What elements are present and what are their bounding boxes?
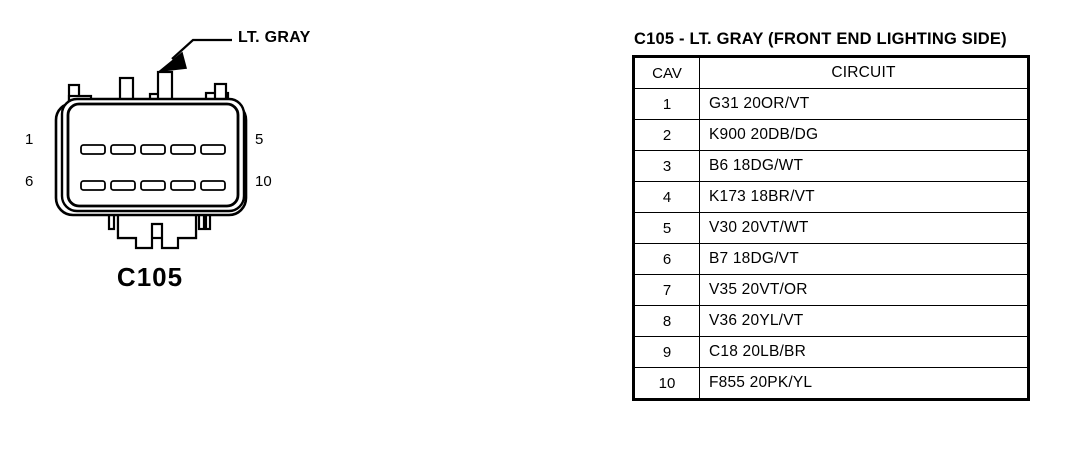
circuit-table-panel: C105 - LT. GRAY (FRONT END LIGHTING SIDE… [632,30,1030,401]
table-header: CAV CIRCUIT [633,56,1029,89]
table-title: C105 - LT. GRAY (FRONT END LIGHTING SIDE… [634,30,1007,48]
cell-cav: 6 [633,243,700,275]
cell-circuit: K173 18BR/VT [699,181,1029,213]
cell-circuit: C18 20LB/BR [699,336,1029,368]
cavity-7 [110,180,136,191]
connector-diagram-panel: LT. GRAY 1 6 5 10 C105 [0,0,340,452]
pin-number-5: 5 [255,131,264,148]
cavity-8 [140,180,166,191]
cell-circuit: B6 18DG/WT [699,150,1029,182]
cell-cav: 1 [633,88,700,120]
connector-id-label: C105 [116,262,184,292]
connector-bottom-latch [107,209,212,250]
arrow-pointer-icon [157,51,188,73]
cell-circuit: V35 20VT/OR [699,274,1029,306]
cavity-9 [170,180,196,191]
cavity-row-top [80,144,226,155]
connector-drawing [54,38,248,250]
cell-cav: 9 [633,336,700,368]
cell-circuit: K900 20DB/DG [699,119,1029,151]
cell-circuit: G31 20OR/VT [699,88,1029,120]
cell-circuit: V36 20YL/VT [699,305,1029,337]
cavity-6 [80,180,106,191]
cavity-4 [170,144,196,155]
cell-cav: 8 [633,305,700,337]
cell-cav: 7 [633,274,700,306]
cavity-10 [200,180,226,191]
cell-cav: 10 [633,367,700,400]
connector-color-callout: LT. GRAY [238,29,311,46]
cavity-2 [110,144,136,155]
pin-number-1: 1 [25,131,34,148]
cavity-5 [200,144,226,155]
callout-leader-line [157,38,232,73]
column-header-cav: CAV [633,56,700,89]
table-header-row: CAV CIRCUIT [633,56,1029,89]
cell-circuit: F855 20PK/YL [699,367,1029,400]
cell-cav: 3 [633,150,700,182]
cell-circuit: V30 20VT/WT [699,212,1029,244]
cavity-row-bottom [80,180,226,191]
cavity-1 [80,144,106,155]
cell-cav: 4 [633,181,700,213]
cavity-3 [140,144,166,155]
pin-number-6: 6 [25,173,34,190]
connector-inner-face [66,102,240,208]
cell-cav: 2 [633,119,700,151]
pin-number-10: 10 [255,173,272,190]
cell-cav: 5 [633,212,700,244]
column-header-circuit: CIRCUIT [699,56,1029,89]
cell-circuit: B7 18DG/VT [699,243,1029,275]
